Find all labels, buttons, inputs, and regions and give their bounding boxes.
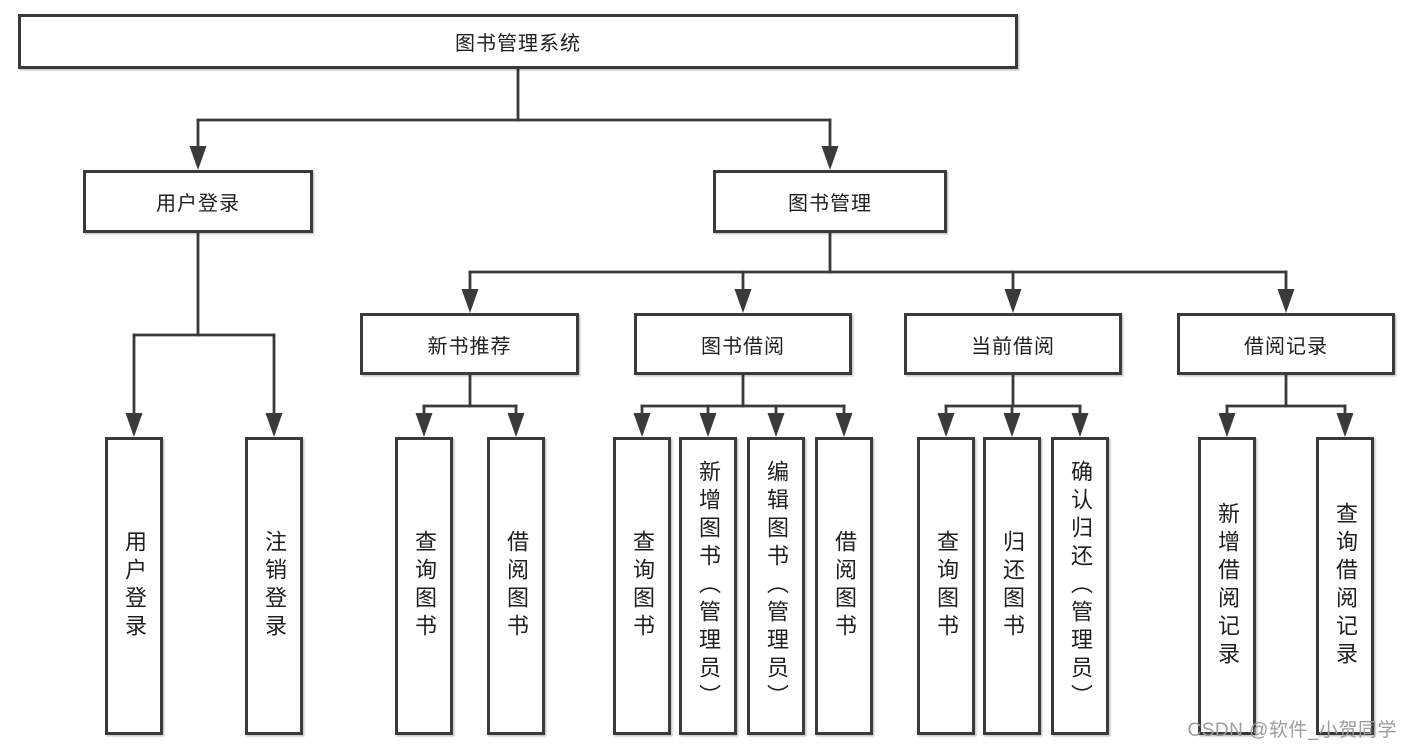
node-book-management: 图书管理: [713, 170, 947, 233]
leaf-query-books-borrow: 查询图书: [613, 437, 671, 735]
leaf-user-login: 用户登录: [105, 437, 163, 735]
leaf-add-books-admin: 新增图书（管理员）: [679, 437, 737, 735]
leaf-query-borrow-record: 查询借阅记录: [1316, 437, 1374, 735]
arrowheads: [125, 146, 1354, 437]
leaf-confirm-return-admin: 确认归还（管理员）: [1051, 437, 1109, 735]
leaf-query-books-current: 查询图书: [917, 437, 975, 735]
leaf-logout: 注销登录: [245, 437, 303, 735]
node-library-management-system: 图书管理系统: [18, 14, 1018, 69]
csdn-watermark: CSDN @软件_小贺同学: [1187, 720, 1397, 741]
node-borrowing-records: 借阅记录: [1177, 313, 1395, 375]
leaf-borrow-books: 借阅图书: [815, 437, 873, 735]
leaf-borrow-books-recommend: 借阅图书: [487, 437, 545, 735]
leaf-query-books-recommend: 查询图书: [395, 437, 453, 735]
leaf-edit-books-admin: 编辑图书（管理员）: [747, 437, 805, 735]
node-new-book-recommendation: 新书推荐: [360, 313, 579, 375]
node-book-borrowing: 图书借阅: [634, 313, 852, 375]
leaf-add-borrow-record: 新增借阅记录: [1198, 437, 1256, 735]
node-user-login: 用户登录: [83, 170, 313, 233]
leaf-return-books: 归还图书: [983, 437, 1041, 735]
node-current-borrowing: 当前借阅: [904, 313, 1122, 375]
